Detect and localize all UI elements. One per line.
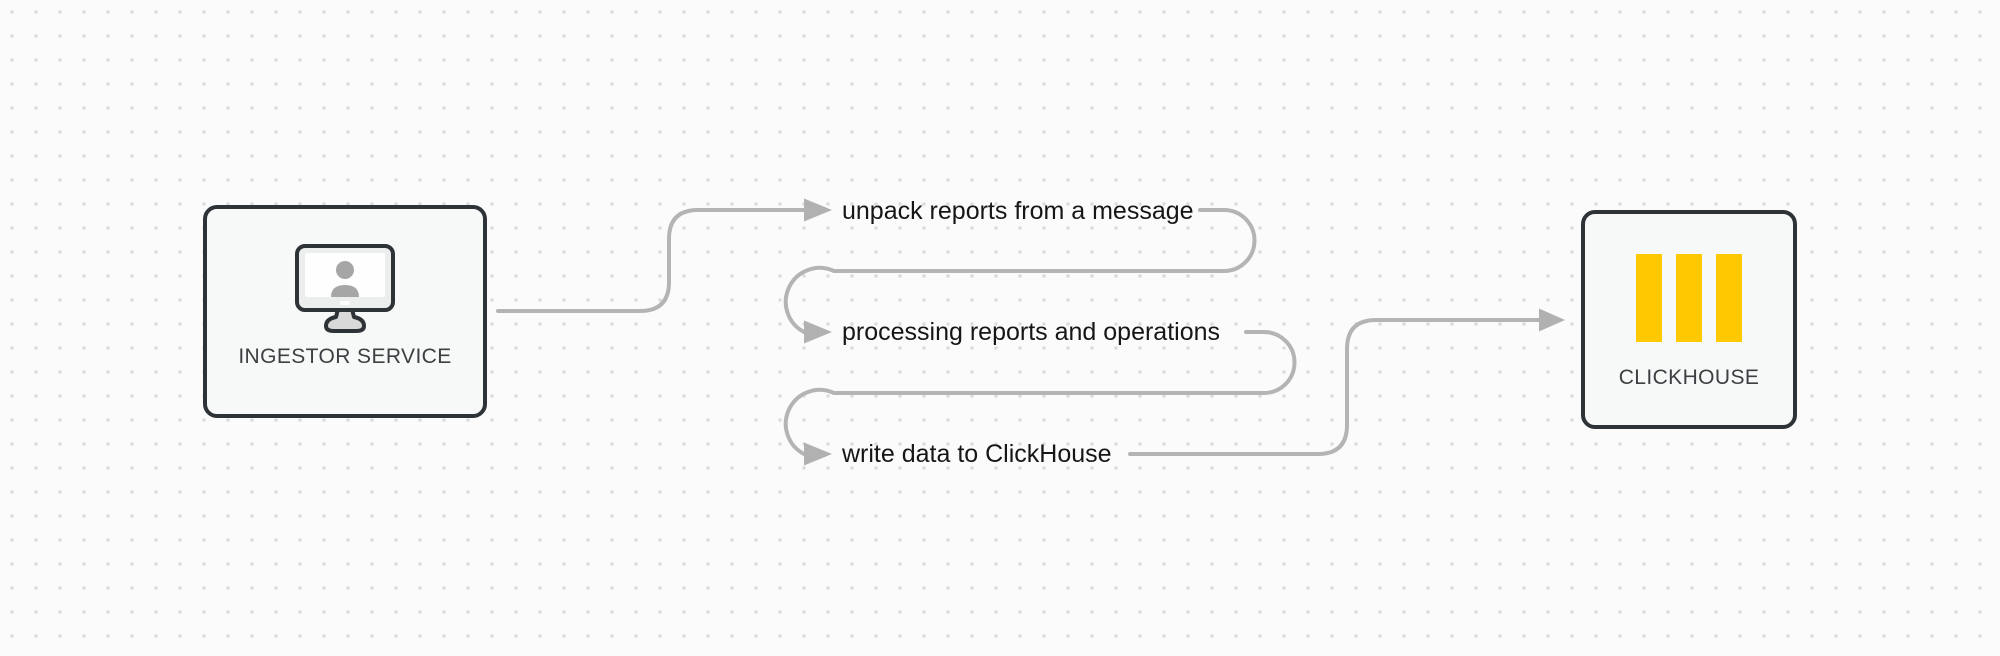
step-label-write[interactable]: write data to ClickHouse [842,440,1112,468]
connector-ingestor-to-step1 [496,208,807,313]
node-ingestor-service[interactable]: INGESTOR SERVICE [203,205,487,418]
clickhouse-bar [1716,254,1742,342]
node-label-clickhouse: CLICKHOUSE [1618,366,1760,389]
arrowhead-icon [1539,308,1565,332]
clickhouse-bar [1676,254,1702,342]
monitor-user-icon [295,244,395,333]
step-label-processing[interactable]: processing reports and operations [842,318,1221,346]
connector-step2-to-step3 [783,330,1297,456]
node-clickhouse[interactable]: CLICKHOUSE [1581,210,1797,429]
arrowhead-icon [804,198,832,222]
clickhouse-logo-icon [1636,254,1742,342]
clickhouse-bar [1636,254,1662,342]
step-label-unpack[interactable]: unpack reports from a message [842,197,1194,225]
node-label-ingestor: INGESTOR SERVICE [238,345,452,368]
arrowhead-icon [804,320,832,344]
arrowhead-icon [804,442,832,466]
connector-step1-to-step2 [783,208,1257,334]
